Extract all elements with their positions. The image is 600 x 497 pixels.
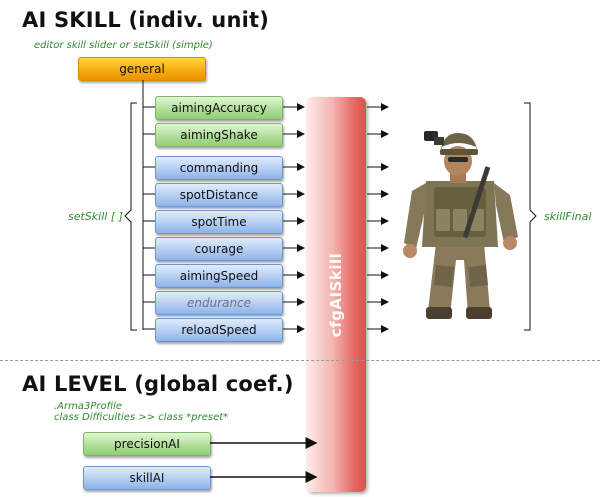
left-brace-label: setSkill [ ]: [68, 210, 123, 223]
skill-box-endurance: endurance: [155, 291, 283, 315]
precision-ai-box: precisionAI: [83, 432, 211, 456]
general-box: general: [78, 57, 206, 81]
skill-box-aimingspeed: aimingSpeed: [155, 264, 283, 288]
subtitle-note: editor skill slider or setSkill (simple): [34, 40, 213, 51]
skill-box-commanding: commanding: [155, 156, 283, 180]
section-title-ai-skill: AI SKILL (indiv. unit): [22, 8, 270, 32]
cfg-ai-skill-bar: [306, 97, 366, 492]
profile-note-line1: .Arma3Profile: [54, 401, 123, 412]
skill-ai-box: skillAI: [83, 466, 211, 490]
skill-box-spotdistance: spotDistance: [155, 183, 283, 207]
skill-box-aimingshake: aimingShake: [155, 123, 283, 147]
left-brace: [124, 102, 137, 331]
soldier-figure-icon: [403, 131, 518, 319]
profile-note-line2: class Difficulties >> class *preset*: [54, 412, 229, 423]
section-divider: [0, 360, 600, 361]
skill-box-spottime: spotTime: [155, 210, 283, 234]
right-brace: [524, 102, 537, 331]
right-brace-label: skillFinal: [544, 210, 592, 223]
skill-box-aimingaccuracy: aimingAccuracy: [155, 96, 283, 120]
section-title-ai-level: AI LEVEL (global coef.): [22, 372, 294, 396]
skill-box-courage: courage: [155, 237, 283, 261]
skill-box-reloadspeed: reloadSpeed: [155, 318, 283, 342]
